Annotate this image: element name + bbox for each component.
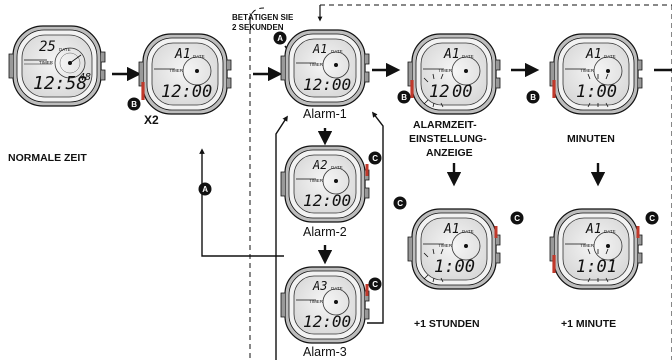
lcd-date-label: DATE bbox=[462, 229, 474, 234]
lcd-date-label: DATE bbox=[604, 229, 616, 234]
button-c-badge: C bbox=[393, 196, 407, 210]
lcd-alarm-time: 12:00 bbox=[303, 191, 351, 210]
flash-rays bbox=[423, 73, 444, 108]
watch-body bbox=[549, 33, 643, 115]
watch-alarm-display: A1 DATE TIMER 12:00 bbox=[138, 33, 232, 115]
button-c-badge: C bbox=[645, 211, 659, 225]
svg-text:C: C bbox=[372, 280, 378, 289]
lcd-alarm-number: A1 bbox=[174, 47, 191, 62]
svg-text:A: A bbox=[202, 185, 208, 194]
lcd-alarm-time: 12:00 bbox=[303, 75, 351, 94]
lcd-timer-label: TIMER bbox=[438, 68, 453, 73]
lcd-hour-flashing: 12 bbox=[429, 82, 449, 102]
label-x2: X2 bbox=[144, 113, 159, 127]
dashed-mode-loop bbox=[249, 4, 672, 360]
watch-body bbox=[407, 208, 501, 290]
label-alarm-3: Alarm-3 bbox=[303, 345, 347, 359]
lcd-alarm-number: A1 bbox=[443, 222, 460, 237]
button-c-badge: C bbox=[510, 211, 524, 225]
svg-text:A: A bbox=[277, 34, 283, 43]
lcd-plus-hours-time: 1:00 bbox=[434, 257, 475, 277]
label-plus-hours: +1 STUNDEN bbox=[414, 318, 480, 330]
watch-normal-time: 25 DATE TIMER 12:58 48 bbox=[8, 25, 106, 107]
watch-body bbox=[280, 29, 370, 107]
button-a-badge-left: A bbox=[198, 182, 212, 196]
lcd-timer-label: TIMER bbox=[39, 60, 54, 65]
lcd-plus-minute-time: 1:01 bbox=[576, 257, 617, 277]
label-setting-2: EINSTELLUNG- bbox=[409, 133, 487, 145]
lcd-date-label: DATE bbox=[331, 286, 343, 291]
lcd-timer-label: TIMER bbox=[309, 178, 324, 183]
button-a-badge-top: A bbox=[273, 31, 287, 45]
label-setting-3: ANZEIGE bbox=[426, 147, 473, 159]
arrow-alarm3-back-to-alarm1 bbox=[367, 111, 384, 324]
watch-body bbox=[138, 33, 232, 115]
button-b-badge: B bbox=[397, 90, 411, 104]
label-normal-time: NORMALE ZEIT bbox=[8, 152, 87, 164]
watch-alarm-2: A2 DATE TIMER 12:00 bbox=[280, 145, 370, 223]
button-b-badge: B bbox=[127, 97, 141, 111]
watch-alarm-3: A3 DATE TIMER 12:00 bbox=[280, 266, 370, 344]
button-b-badge: B bbox=[526, 90, 540, 104]
button-c-badge: C bbox=[368, 277, 382, 291]
instruction-line-1: BETÄTIGEN SIE bbox=[232, 13, 294, 22]
watch-plus-hours: A1 DATE TIMER 1:00 bbox=[407, 208, 501, 290]
watch-body bbox=[549, 208, 643, 290]
label-alarm-1: Alarm-1 bbox=[303, 107, 347, 121]
watch-body bbox=[407, 33, 501, 115]
flash-rays bbox=[587, 248, 609, 283]
lcd-date-label: DATE bbox=[193, 54, 205, 59]
svg-text:C: C bbox=[372, 154, 378, 163]
svg-text:B: B bbox=[131, 100, 137, 109]
watch-minutes: A1 DATE TIMER 1:00 bbox=[549, 33, 643, 115]
label-alarm-2: Alarm-2 bbox=[303, 225, 347, 239]
watch-plus-minute: A1 DATE TIMER 1:01 bbox=[549, 208, 643, 290]
lcd-alarm-number: A1 bbox=[312, 42, 327, 56]
svg-text:C: C bbox=[649, 214, 655, 223]
lcd-timer-label: TIMER bbox=[309, 62, 324, 67]
label-minutes: MINUTEN bbox=[567, 133, 615, 145]
button-c-badge: C bbox=[368, 151, 382, 165]
watch-alarm-setting: A1 DATE TIMER 12 00 bbox=[407, 33, 501, 115]
lcd-minute: 00 bbox=[452, 82, 472, 102]
lcd-time: 12:58 bbox=[33, 73, 87, 94]
arrow-return-to-normal bbox=[199, 148, 284, 257]
lcd-timer-label: TIMER bbox=[580, 68, 595, 73]
lcd-date-label: DATE bbox=[604, 54, 616, 59]
flash-rays bbox=[587, 73, 609, 108]
svg-text:C: C bbox=[397, 199, 403, 208]
arrow-alarm3-up-to-alarm1-left bbox=[275, 115, 288, 360]
lcd-alarm-number: A1 bbox=[443, 47, 460, 62]
watch-body bbox=[8, 25, 106, 107]
lcd-date-label: DATE bbox=[59, 47, 71, 52]
lcd-alarm-number: A1 bbox=[585, 47, 602, 62]
lcd-date: 25 bbox=[39, 39, 56, 55]
svg-text:B: B bbox=[530, 93, 536, 102]
lcd-date-label: DATE bbox=[331, 165, 343, 170]
svg-text:B: B bbox=[401, 93, 407, 102]
lcd-timer-label: TIMER bbox=[438, 243, 453, 248]
lcd-plus-hour-time: 1:00 bbox=[576, 82, 617, 102]
lcd-timer-label: TIMER bbox=[309, 299, 324, 304]
lcd-alarm-number: A1 bbox=[585, 222, 602, 237]
watch-body bbox=[280, 266, 370, 344]
lcd-alarm-time: 12:00 bbox=[161, 82, 212, 102]
label-setting-1: ALARMZEIT- bbox=[413, 119, 477, 131]
watch-alarm-1: A1 DATE TIMER 12:00 bbox=[280, 29, 370, 107]
flash-rays bbox=[423, 248, 444, 283]
lcd-date-label: DATE bbox=[331, 49, 343, 54]
lcd-alarm-number: A2 bbox=[312, 158, 327, 172]
lcd-seconds: 48 bbox=[79, 72, 91, 83]
lcd-alarm-number: A3 bbox=[312, 279, 327, 293]
svg-text:C: C bbox=[514, 214, 520, 223]
label-plus-minute: +1 MINUTE bbox=[561, 318, 616, 330]
lcd-alarm-time: 12:00 bbox=[303, 312, 351, 331]
lcd-timer-label: TIMER bbox=[580, 243, 595, 248]
lcd-date-label: DATE bbox=[462, 54, 474, 59]
lcd-timer-label: TIMER bbox=[169, 68, 184, 73]
watch-body bbox=[280, 145, 370, 223]
instruction-line-2: 2 SEKUNDEN bbox=[232, 23, 284, 32]
